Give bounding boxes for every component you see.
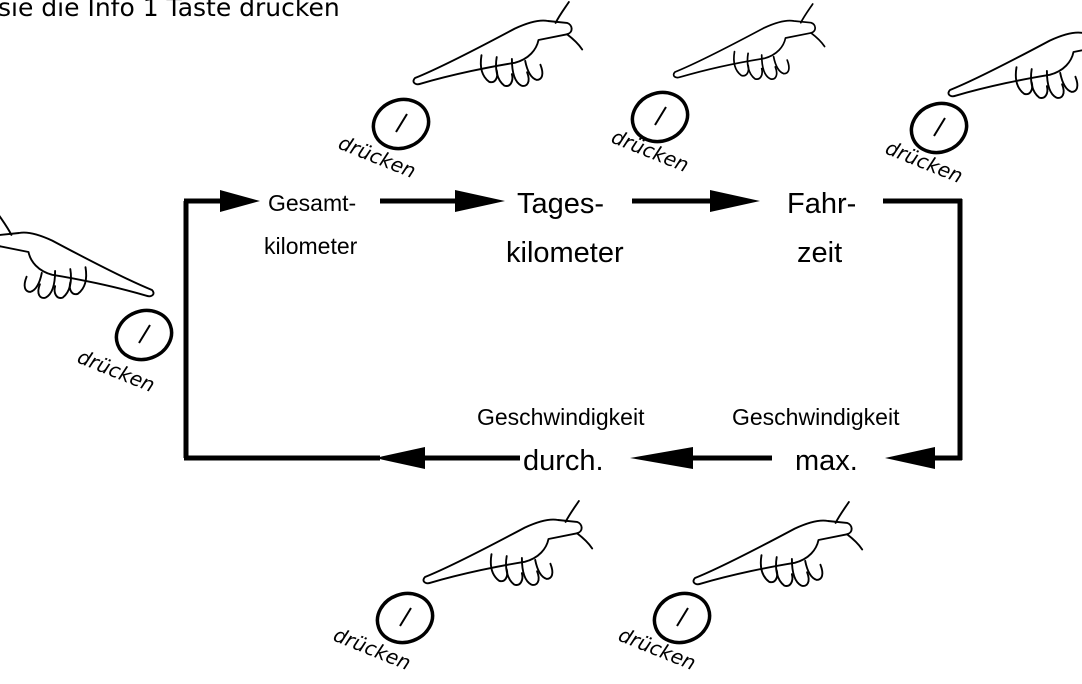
flow-loop (183, 190, 963, 469)
arrow-to-speed-max (885, 447, 935, 469)
instruction-text: sie die Info 1 Taste drücken (0, 0, 340, 22)
speed-avg-line2: durch. (523, 445, 604, 477)
press-gesture-left: drücken (0, 213, 181, 397)
pointing-hand-icon (692, 501, 864, 587)
press-gesture-day-km: drücken (608, 3, 826, 177)
state-speed-max: Geschwindigkeit max. (732, 404, 900, 477)
speed-max-line2: max. (795, 445, 858, 477)
press-gesture-ride-time: drücken (882, 13, 1082, 188)
pointing-hand-icon (672, 3, 826, 80)
speed-max-line1: Geschwindigkeit (732, 404, 900, 430)
ride-time-line1: Fahr- (787, 188, 856, 220)
press-gesture-speed-avg: drücken (330, 500, 594, 675)
ride-time-line2: zeit (797, 237, 842, 269)
state-day-km: Tages- kilometer (506, 188, 624, 269)
total-km-line1: Gesamt- (268, 190, 356, 216)
state-speed-avg: Geschwindigkeit durch. (477, 404, 645, 477)
arrow-to-total-km (220, 190, 260, 212)
speed-avg-line1: Geschwindigkeit (477, 404, 645, 430)
pointing-hand-icon (412, 1, 584, 87)
pointing-hand-icon (422, 500, 594, 586)
day-km-line2: kilometer (506, 237, 624, 269)
press-gesture-total-km: drücken (335, 1, 584, 183)
pointing-hand-icon (0, 213, 155, 299)
arrow-to-ride-time (710, 190, 760, 212)
arrow-to-day-km (455, 190, 505, 212)
arrow-to-speed-avg (630, 447, 693, 469)
total-km-line2: kilometer (264, 233, 358, 259)
pointing-hand-icon (947, 13, 1082, 99)
state-total-km: Gesamt- kilometer (264, 190, 358, 259)
info-button-icon[interactable] (107, 301, 181, 369)
day-km-line1: Tages- (517, 188, 604, 220)
press-gesture-speed-max: drücken (615, 501, 864, 675)
arrow-to-left-rail (375, 447, 425, 469)
state-ride-time: Fahr- zeit (787, 188, 856, 269)
